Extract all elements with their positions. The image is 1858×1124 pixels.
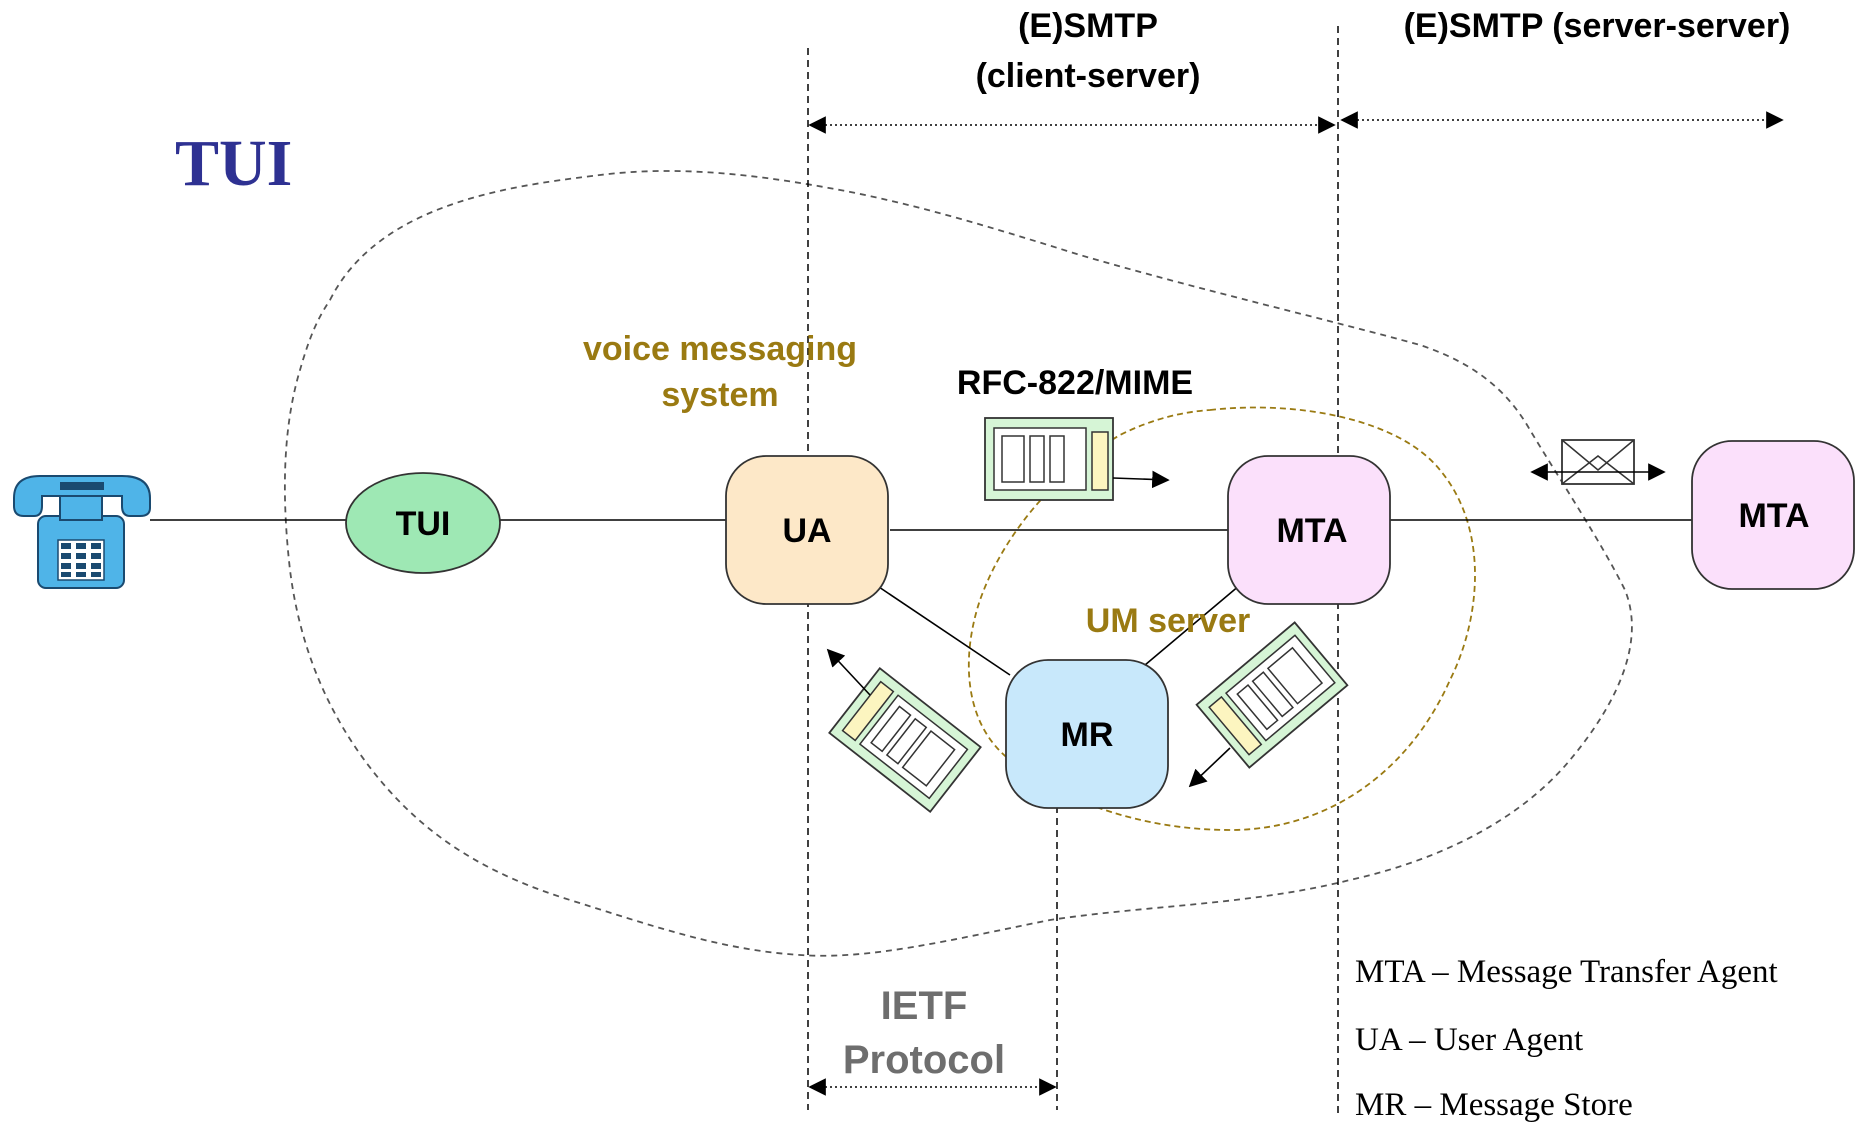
ietf-label-line1: IETF	[881, 984, 968, 1028]
mta-to-mr-line	[1144, 584, 1241, 666]
um-server-label: UM server	[1086, 602, 1250, 640]
envelope-icon	[1561, 439, 1635, 485]
telephone-icon	[13, 475, 151, 589]
message-document-icon-right	[1195, 621, 1349, 769]
vms-label-line1: voice messaging	[583, 330, 857, 368]
client-server-header-line1: (E)SMTP	[1018, 7, 1158, 45]
rfc-label: RFC-822/MIME	[957, 364, 1193, 402]
vms-label-line2: system	[661, 376, 778, 414]
mta-node-label: MTA	[1276, 512, 1347, 550]
mta-node	[1227, 455, 1391, 605]
ietf-label-line2: Protocol	[843, 1038, 1005, 1082]
ua-node-label: UA	[782, 512, 831, 550]
mta-remote-node	[1691, 440, 1855, 590]
client-server-header-line2: (client-server)	[976, 57, 1201, 95]
server-server-header: (E)SMTP (server-server)	[1404, 7, 1791, 45]
tui-node	[345, 472, 501, 574]
mr-node	[1005, 659, 1169, 809]
message-document-icon-left	[828, 667, 982, 813]
legend-item-ua: UA – User Agent	[1355, 1022, 1583, 1058]
ua-to-mr-line	[875, 584, 1011, 676]
tui-node-label: TUI	[396, 505, 451, 543]
page-title: TUI	[175, 127, 292, 200]
voice-messaging-cloud	[283, 170, 1633, 957]
message-document-icon-top	[984, 417, 1114, 501]
mta-remote-node-label: MTA	[1738, 497, 1809, 535]
legend-item-mr: MR – Message Store	[1355, 1087, 1633, 1123]
mr-node-label: MR	[1061, 716, 1114, 754]
message-right-arrow	[1188, 747, 1231, 788]
ua-node	[725, 455, 889, 605]
message-left-arrow	[826, 648, 871, 696]
legend-item-mta: MTA – Message Transfer Agent	[1355, 954, 1778, 990]
message-top-arrow	[1112, 470, 1170, 489]
